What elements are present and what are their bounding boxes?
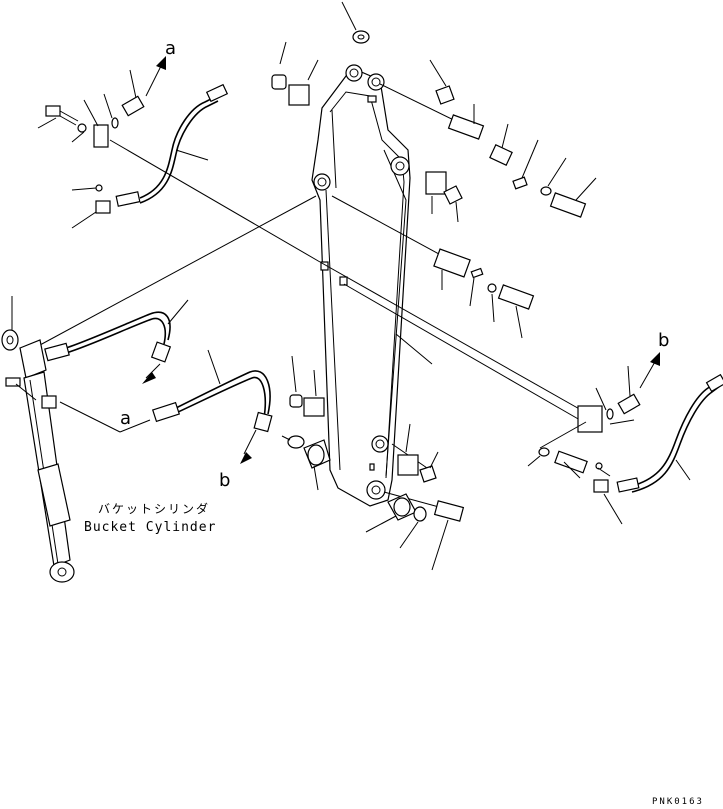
callout-a-top: a [165,38,177,59]
arm-body [311,64,411,507]
middle-pins [395,171,535,365]
lower-arm-parts [281,355,465,571]
arm-head-parts [271,1,597,218]
hose-right [527,352,723,525]
assembly-lines [39,83,591,511]
bucket-cylinder-assembly [1,296,273,583]
bucket-cylinder-label-en: Bucket Cylinder [84,520,217,535]
drawing-code: PNK0163 [652,797,704,807]
hose-top-left [37,56,229,229]
bucket-cylinder-label-jp: バケットシリンダ [98,502,211,516]
callout-a-left: a [120,408,132,429]
callout-b-right: b [658,330,670,351]
callout-b-left: b [219,470,231,491]
